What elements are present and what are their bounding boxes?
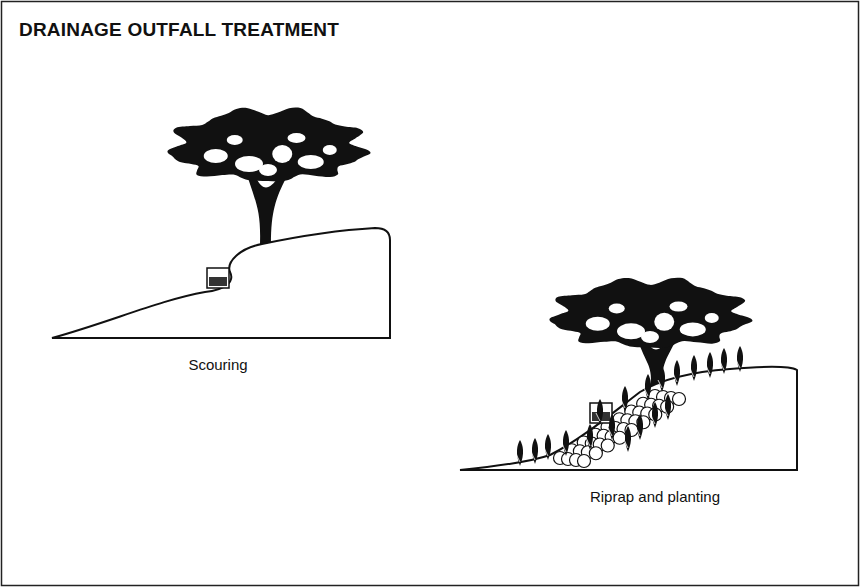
plant-leaf-mark — [651, 416, 655, 424]
diagram-title: DRAINAGE OUTFALL TREATMENT — [19, 19, 339, 41]
plant — [545, 434, 551, 460]
canopy-gap — [323, 145, 337, 155]
plant — [674, 360, 680, 386]
plant — [587, 424, 593, 450]
canopy-gap — [680, 322, 706, 336]
canopy-gap — [298, 155, 324, 169]
plant-leaf-mark — [531, 452, 535, 460]
plant — [517, 440, 523, 466]
riprap-stone — [673, 393, 686, 406]
figure-caption: Scouring — [188, 356, 247, 373]
plant-leaf-mark — [586, 438, 590, 446]
plant-leaf-mark — [690, 369, 694, 377]
tree-trunk — [248, 178, 286, 244]
plant — [622, 386, 628, 412]
plant — [665, 394, 671, 420]
planting — [516, 346, 743, 466]
plant-leaf-mark — [644, 388, 648, 396]
plant-leaf-mark — [720, 362, 724, 370]
plant-leaf-mark — [608, 428, 612, 436]
riprap-stone — [601, 439, 614, 452]
riprap-stone — [589, 447, 602, 460]
plant — [625, 426, 631, 452]
plant — [652, 402, 658, 428]
plant — [645, 374, 651, 400]
canopy-gap — [227, 135, 243, 145]
canopy-gap — [670, 302, 688, 312]
plant-leaf-mark — [562, 444, 566, 452]
pipe-flow — [209, 277, 227, 286]
canopy-gap — [586, 317, 610, 331]
plant — [737, 346, 743, 372]
canopy-gap — [654, 313, 674, 331]
canopy-gap — [705, 313, 719, 323]
riprap-stone — [613, 431, 626, 444]
plant — [563, 430, 569, 456]
canopy-gap — [617, 323, 645, 339]
plant-leaf-mark — [516, 454, 520, 462]
tree-canopy — [167, 108, 370, 182]
plant-leaf-mark — [736, 360, 740, 368]
plant — [637, 414, 643, 440]
canopy-gap — [609, 304, 625, 314]
scouring-figure — [52, 108, 390, 338]
canopy-gap — [204, 149, 228, 163]
canopy-gap — [235, 156, 263, 172]
tree-canopy — [549, 278, 752, 348]
plant — [532, 438, 538, 464]
eroded-slope — [52, 228, 390, 338]
riprap-stone — [578, 455, 591, 468]
plant-leaf-mark — [658, 380, 662, 388]
riprap-figure — [460, 278, 797, 470]
plant — [721, 348, 727, 374]
plant — [659, 366, 665, 392]
plant — [691, 355, 697, 381]
plant — [707, 352, 713, 378]
canopy-gap — [288, 133, 306, 143]
plant-leaf-mark — [596, 413, 600, 421]
plant — [597, 399, 603, 425]
canopy-gap — [272, 145, 292, 163]
figure-caption: Riprap and planting — [590, 488, 720, 505]
plant-leaf-mark — [636, 428, 640, 436]
plant-leaf-mark — [673, 374, 677, 382]
plant-leaf-mark — [544, 448, 548, 456]
protected-slope — [460, 367, 797, 470]
plant-leaf-mark — [624, 440, 628, 448]
outfall-pipe — [207, 268, 229, 288]
plant-leaf-mark — [706, 366, 710, 374]
canopy-gap — [259, 164, 277, 176]
riprap-stones — [554, 390, 686, 468]
plant-leaf-mark — [621, 400, 625, 408]
plant-leaf-mark — [664, 408, 668, 416]
canopy-gap — [641, 331, 659, 343]
plant — [609, 414, 615, 440]
